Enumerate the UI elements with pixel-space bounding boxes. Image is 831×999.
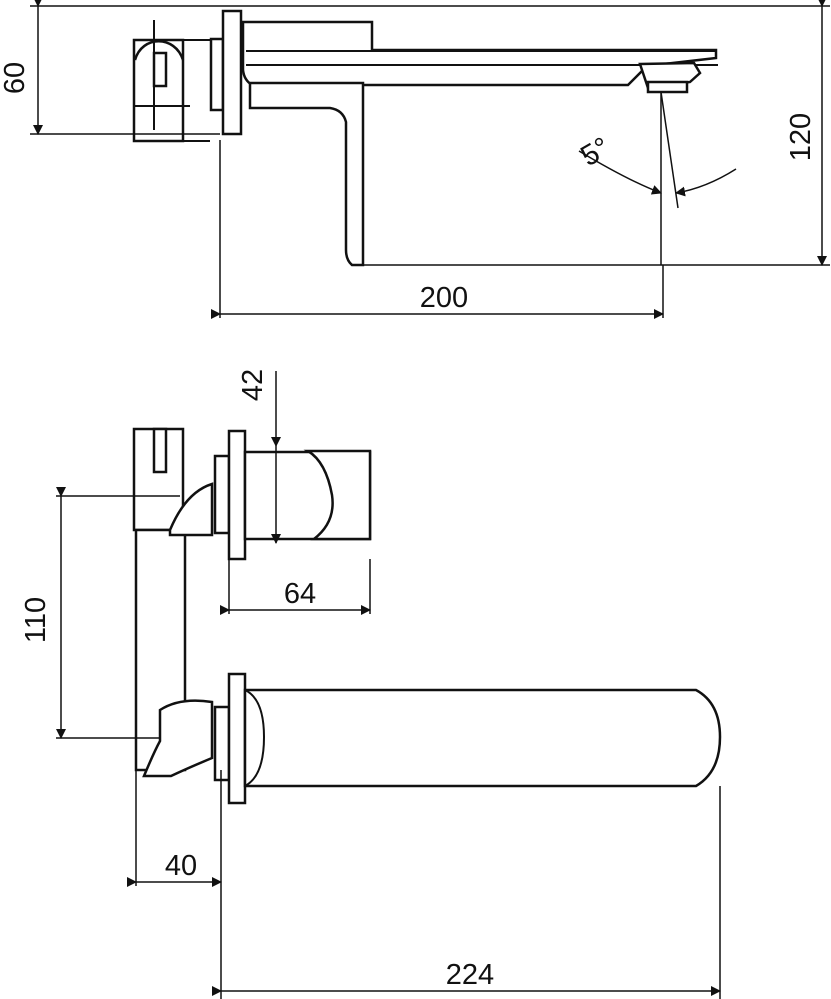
front-upper-lever — [303, 449, 372, 541]
dim-text-64: 64 — [284, 578, 316, 610]
dim-text-42: 42 — [237, 369, 269, 401]
dim-text-5-degrees: 5° — [575, 131, 615, 173]
side-flange — [221, 9, 243, 136]
side-handle-curve — [133, 40, 185, 61]
front-lower-flange — [227, 672, 247, 805]
side-wall-plate — [209, 37, 225, 112]
side-lever — [248, 81, 365, 267]
front-upper-flange — [227, 429, 247, 561]
front-lower-wall-plate — [213, 705, 231, 782]
dim-arc-5-left — [578, 150, 662, 195]
front-handle-stem — [152, 427, 168, 474]
front-lower-coupler — [142, 699, 214, 778]
dim-text-110: 110 — [20, 597, 52, 643]
dim-text-200: 200 — [420, 282, 468, 314]
side-view: 60 120 200 5° — [0, 0, 830, 319]
side-valve-guides — [133, 20, 210, 142]
dim-arc-5-right — [675, 168, 737, 197]
side-handle-stem — [152, 51, 168, 88]
front-view: 42 64 110 40 224 — [20, 369, 722, 999]
front-upper-coupler — [168, 482, 214, 537]
dim-text-40: 40 — [165, 850, 197, 882]
dim-text-60: 60 — [0, 62, 31, 94]
front-upper-wall-plate — [213, 454, 231, 535]
side-angle-line — [660, 91, 679, 209]
side-aerator-cap — [646, 80, 689, 94]
dim-text-224: 224 — [446, 959, 494, 991]
front-spout-curve — [244, 689, 266, 787]
dim-text-120: 120 — [785, 113, 817, 161]
front-spout — [243, 688, 722, 788]
